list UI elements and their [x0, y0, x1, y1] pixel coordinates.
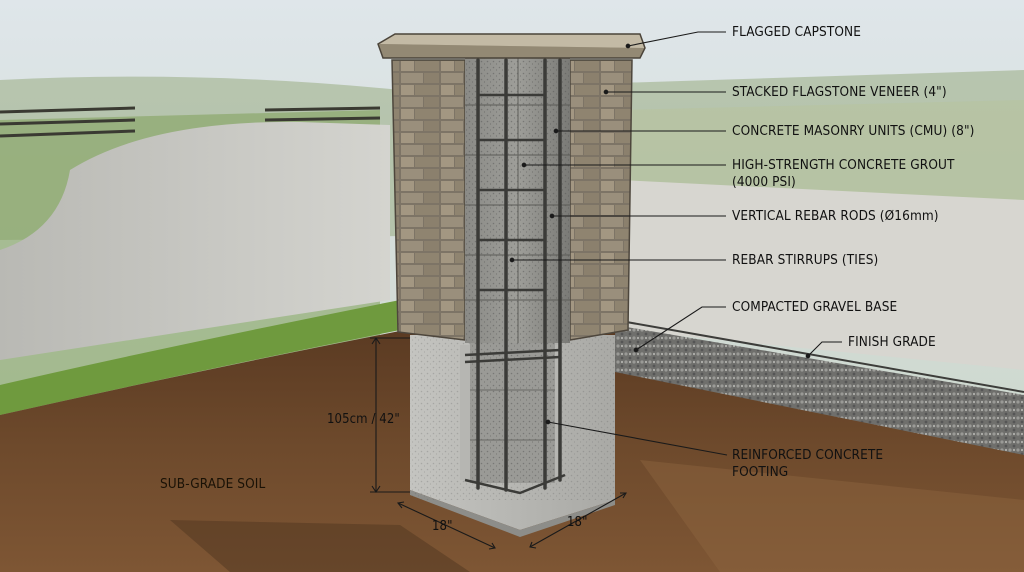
dimension-width [396, 492, 627, 550]
flagged-capstone [377, 33, 646, 59]
label-concrete-grout-line2: (4000 PSI) [732, 174, 796, 190]
leader-lines [509, 31, 842, 456]
label-vertical-rebar-rods: VERTICAL REBAR RODS (Ø16mm) [732, 208, 939, 224]
label-stacked-flagstone-veneer: STACKED FLAGSTONE VENEER (4") [732, 84, 947, 100]
gravel-driveway [0, 121, 390, 360]
label-finish-grade: FINISH GRADE [848, 334, 936, 350]
label-sub-grade-soil: SUB-GRADE SOIL [160, 476, 266, 492]
label-concrete-grout-line1: HIGH-STRENGTH CONCRETE GROUT [732, 157, 955, 173]
stone-veneer-left [391, 59, 466, 341]
label-compacted-gravel-base: COMPACTED GRAVEL BASE [732, 299, 898, 315]
label-width-right-dimension: 18" [567, 515, 588, 530]
label-depth-dimension: 105cm / 42" [327, 412, 400, 427]
label-footing-line1: REINFORCED CONCRETE [732, 447, 884, 463]
dimension-depth [370, 337, 410, 493]
label-concrete-masonry-units: CONCRETE MASONRY UNITS (CMU) (8") [732, 123, 975, 139]
cmu-grout-core [465, 58, 570, 483]
rebar-stirrups [464, 93, 566, 495]
label-flagged-capstone: FLAGGED CAPSTONE [732, 24, 861, 40]
label-reinforced-concrete-footing: REINFORCED CONCRETE FOOTING [732, 447, 883, 481]
label-concrete-grout: HIGH-STRENGTH CONCRETE GROUT (4000 PSI) [732, 157, 955, 191]
vertical-rebar [476, 58, 562, 492]
label-width-left-dimension: 18" [432, 519, 453, 534]
label-rebar-stirrups: REBAR STIRRUPS (TIES) [732, 252, 879, 268]
stone-veneer-right [569, 59, 633, 341]
compacted-gravel-base-layer [615, 325, 1024, 455]
label-footing-line2: FOOTING [732, 464, 789, 480]
